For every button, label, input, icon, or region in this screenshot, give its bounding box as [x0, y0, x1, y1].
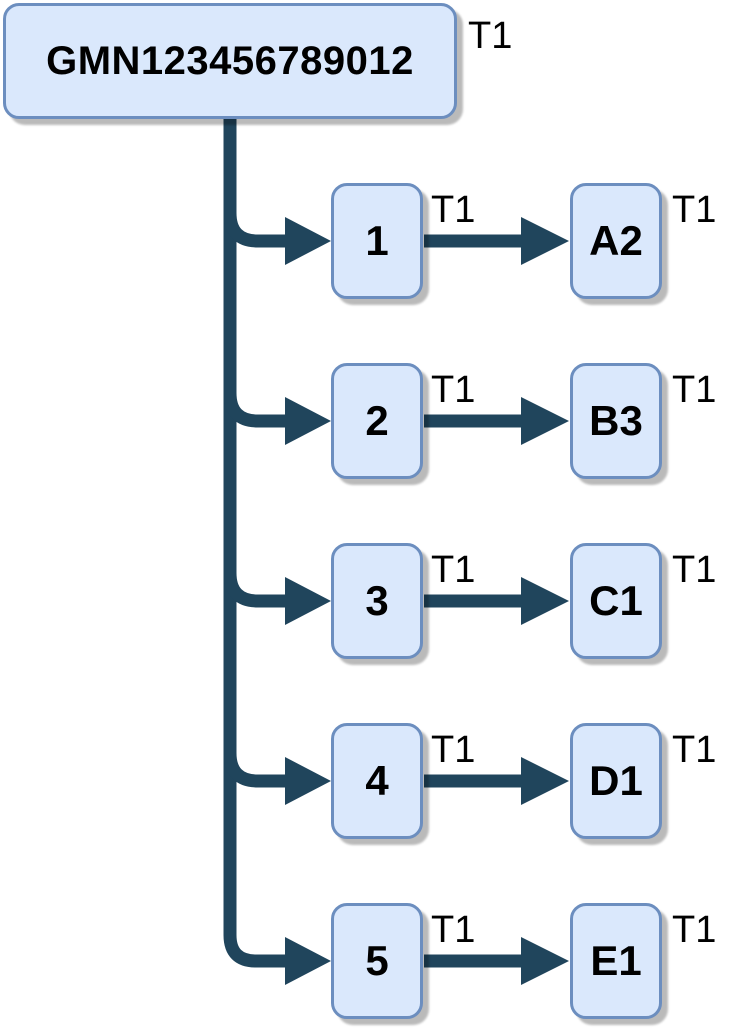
- branch-source-node: 3: [331, 543, 423, 659]
- connector-line: [223, 212, 286, 248]
- branch-source-tag-label: T1: [431, 549, 476, 591]
- root-node-label: GMN123456789012: [46, 38, 414, 83]
- branch-source-node: 5: [331, 903, 423, 1019]
- branch-source-tag-label: T1: [431, 189, 476, 231]
- branch-target-tag-label: T1: [672, 909, 717, 951]
- root-tag-label: T1: [468, 15, 513, 57]
- branch-target-node: A2: [570, 183, 662, 299]
- arrowhead-icon: [285, 757, 331, 805]
- branch-source-tag-label: T1: [431, 369, 476, 411]
- branch-target-node: E1: [570, 903, 662, 1019]
- branch-source-node: 4: [331, 723, 423, 839]
- arrowhead-icon: [285, 937, 331, 985]
- arrowhead-icon: [521, 397, 569, 445]
- branch-source-node: 1: [331, 183, 423, 299]
- branch-target-tag-label: T1: [672, 369, 717, 411]
- arrowhead-icon: [285, 397, 331, 445]
- arrowhead-icon: [285, 217, 331, 265]
- branch-source-node: 2: [331, 363, 423, 479]
- connector-line: [223, 392, 286, 428]
- branch-target-tag-label: T1: [672, 549, 717, 591]
- connector-line: [223, 572, 286, 608]
- connector-line: [223, 752, 286, 788]
- branch-target-tag-label: T1: [672, 729, 717, 771]
- arrowhead-icon: [521, 757, 569, 805]
- branch-target-node: C1: [570, 543, 662, 659]
- arrowhead-icon: [285, 577, 331, 625]
- arrowhead-icon: [521, 937, 569, 985]
- branch-source-tag-label: T1: [431, 729, 476, 771]
- branch-target-tag-label: T1: [672, 189, 717, 231]
- branch-source-tag-label: T1: [431, 909, 476, 951]
- arrowhead-icon: [521, 217, 569, 265]
- root-node: GMN123456789012: [3, 3, 457, 119]
- arrowhead-icon: [521, 577, 569, 625]
- connector-line: [223, 117, 286, 968]
- branch-target-node: B3: [570, 363, 662, 479]
- branch-target-node: D1: [570, 723, 662, 839]
